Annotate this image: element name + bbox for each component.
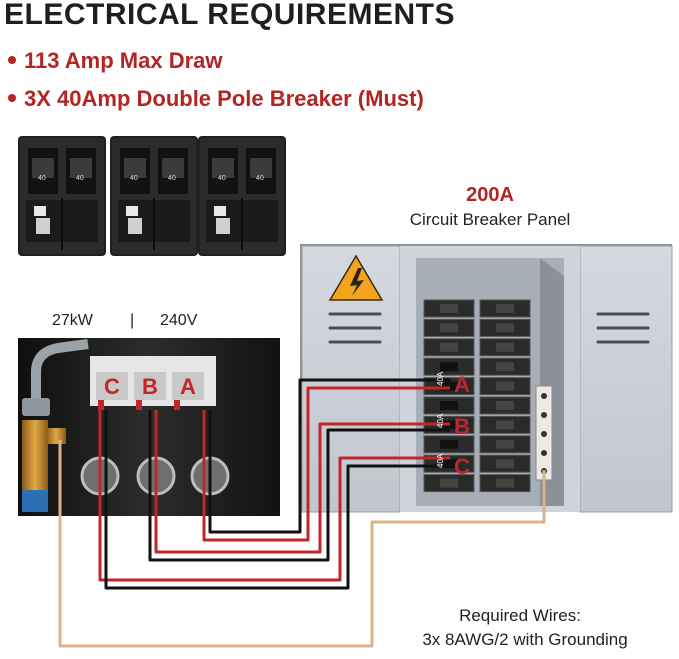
high-voltage-warning-icon [328, 254, 384, 301]
breaker-toggle [496, 323, 514, 333]
breaker-toggle [496, 459, 514, 469]
breaker-toggle [496, 342, 514, 352]
heater-terminal-a: A [180, 374, 196, 399]
breaker-toggle [440, 439, 458, 449]
required-wires-heading: Required Wires: [459, 606, 581, 625]
breaker-toggle [496, 381, 514, 391]
breaker-rating-label: 40 [218, 175, 226, 182]
breaker-toggle [496, 401, 514, 410]
heater-voltage: 240V [160, 312, 198, 329]
breaker-rating-label: 40 [130, 175, 138, 182]
heater-terminal-b: B [142, 374, 158, 399]
breaker-toggle [440, 381, 458, 391]
panel-breaker-slots [423, 299, 531, 493]
requirement-max-draw: 113 Amp Max Draw [8, 48, 223, 74]
breaker-toggle [440, 478, 458, 488]
breaker-toggle [496, 362, 514, 372]
heater-power: 27kW [52, 312, 93, 329]
heater-terminal-c: C [104, 374, 120, 399]
spec-separator: | [130, 312, 135, 329]
breaker-rating-label: 40 [256, 175, 264, 182]
breaker-rating-label: 40 [168, 175, 176, 182]
ground-bus-bar [535, 385, 553, 481]
double-pole-breaker-icon: 40 40 [197, 135, 287, 257]
circuit-breaker-panel [300, 244, 673, 513]
breaker-toggle [496, 304, 514, 313]
double-pole-breaker-icon: 40 40 [109, 135, 199, 257]
bullet-dot-icon [8, 56, 16, 65]
panel-rating: 200A [466, 184, 514, 206]
breaker-toggle [440, 304, 458, 313]
panel-label: Circuit Breaker Panel [409, 210, 571, 229]
breaker-toggle [496, 439, 514, 449]
vent-slots-right [596, 312, 650, 344]
breaker-toggle [496, 478, 514, 488]
breaker-toggle [440, 342, 458, 352]
panel-circuit-c: C [454, 454, 470, 479]
breaker-rating-label: 40 [76, 175, 84, 182]
required-wires-spec: 3x 8AWG/2 with Grounding [422, 630, 628, 649]
requirement-breaker: 3X 40Amp Double Pole Breaker (Must) [8, 86, 424, 112]
breaker-toggle [440, 362, 458, 372]
breaker-toggle [440, 401, 458, 410]
double-pole-breaker-icon: 40 40 [17, 135, 107, 257]
breaker-toggle [440, 459, 458, 469]
panel-circuit-a: A [454, 372, 470, 397]
breaker-toggle [496, 420, 514, 430]
breaker-rating-label: 40 [38, 175, 46, 182]
panel-breaker-label-a: 40A [436, 371, 445, 386]
panel-breaker-label-b: 40A [436, 413, 445, 428]
wire-bundle [58, 378, 546, 648]
requirement-text: 3X 40Amp Double Pole Breaker (Must) [24, 86, 424, 111]
breaker-toggle [440, 323, 458, 333]
requirement-text: 113 Amp Max Draw [24, 48, 223, 73]
panel-breaker-label-c: 40A [436, 453, 445, 468]
bullet-dot-icon [8, 94, 16, 103]
page-title: ELECTRICAL REQUIREMENTS [4, 0, 455, 31]
vent-slots-left [328, 312, 382, 344]
panel-circuit-b: B [454, 414, 470, 439]
